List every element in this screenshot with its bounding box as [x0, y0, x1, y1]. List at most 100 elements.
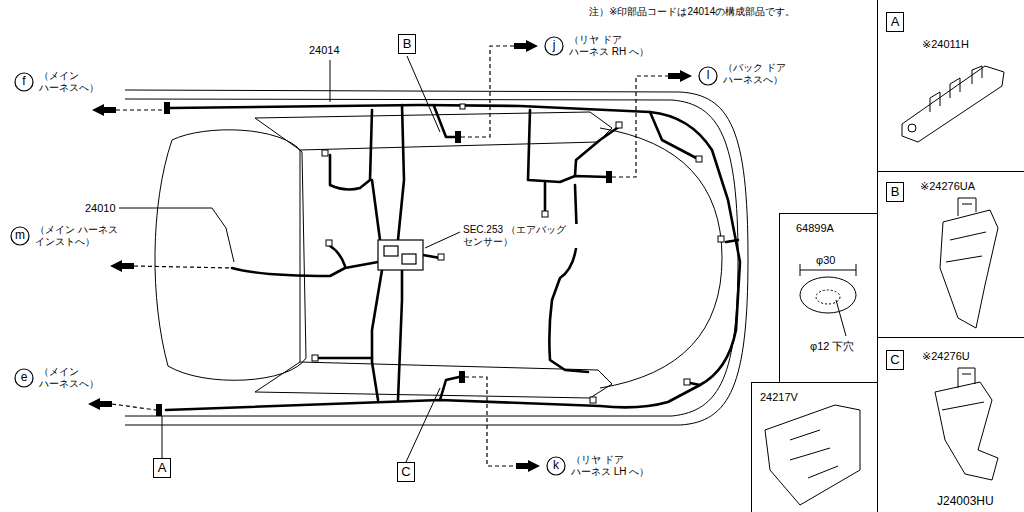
continuation-line	[116, 109, 164, 110]
circle-outline	[15, 73, 33, 91]
callout-letter: C	[401, 465, 410, 480]
connection-note: （リヤ ドア ハーネス LH へ）	[570, 454, 662, 478]
part-number: 64899A	[796, 222, 834, 235]
leader-line	[119, 208, 234, 262]
callout-box: A	[886, 12, 904, 32]
detail-panel: ※24276UAB	[877, 172, 1024, 338]
harness-wire	[315, 357, 372, 360]
section-reference: SEC.253 （エアバッグ センサー）	[462, 224, 582, 248]
harness-wire	[575, 126, 620, 176]
part-number: 24014	[308, 44, 341, 57]
part-sketch	[800, 277, 856, 313]
airbag-sensor	[402, 254, 416, 264]
car-outline	[300, 150, 301, 362]
harness-wire	[440, 377, 459, 400]
circle-outline	[11, 227, 29, 245]
harness-wire	[544, 183, 547, 213]
leader-line	[425, 232, 460, 248]
direction-arrow	[92, 104, 116, 116]
direction-arrow	[668, 70, 692, 82]
harness-wire	[690, 383, 700, 385]
callout-letter: B	[891, 185, 900, 200]
detail-panel: 24217V	[751, 382, 877, 512]
part-sketch	[790, 430, 838, 478]
part-number: φ12 下穴	[810, 340, 854, 353]
part-sketch	[765, 405, 860, 505]
direction-arrow	[110, 260, 134, 272]
connector-symbol	[156, 404, 162, 416]
harness-wire	[330, 110, 372, 189]
harness-wire	[650, 112, 700, 160]
connector-circle: f	[14, 72, 34, 92]
continuation-line	[461, 46, 514, 137]
part-sketch	[930, 66, 982, 112]
connector-symbol	[455, 131, 461, 143]
car-outline	[125, 90, 748, 425]
callout-box: B	[398, 34, 416, 54]
detail-panel: ※24011H A	[877, 0, 1024, 172]
callout-letter: k	[553, 459, 559, 473]
harness-wire	[726, 240, 738, 242]
circle-outline	[699, 67, 717, 85]
direction-arrow	[514, 40, 538, 52]
callout-box: B	[886, 182, 904, 202]
leader-line	[406, 388, 440, 462]
harness-wire	[398, 105, 404, 240]
continuation-line	[465, 377, 516, 466]
airbag-sensor	[378, 240, 423, 270]
connector-symbol	[616, 122, 622, 128]
car-outline	[125, 99, 738, 416]
callout-letter: e	[21, 371, 28, 385]
connector-symbol	[459, 371, 465, 383]
part-number: ※24011H	[922, 38, 969, 51]
direction-arrow	[516, 460, 540, 472]
continuation-line	[112, 404, 156, 410]
connector-symbol	[542, 211, 548, 217]
callout-letter: C	[890, 353, 899, 368]
note-text: 注）※印部品コードは24014の構成部品です。	[588, 6, 796, 18]
connection-note: （リヤ ドア ハーネス RH へ）	[568, 34, 660, 58]
connector-symbol	[590, 397, 596, 403]
continuation-line	[612, 76, 668, 177]
harness-wire	[372, 270, 382, 400]
part-sketch	[958, 198, 976, 216]
connection-note: （メイン ハーネスへ）	[38, 366, 108, 390]
callout-box: C	[397, 462, 415, 482]
connector-circle: j	[544, 36, 564, 56]
connector-symbol	[164, 102, 170, 114]
circle-outline	[547, 457, 565, 475]
part-sketch	[902, 66, 1004, 142]
connector-symbol	[606, 171, 612, 183]
part-sketch	[958, 368, 975, 388]
connector-circle: l	[698, 66, 718, 86]
harness-wire	[330, 246, 345, 266]
connector-circle: k	[546, 456, 566, 476]
connection-note: （メイン ハーネスへ）	[38, 70, 108, 94]
connection-note: （バック ドア ハーネスへ）	[722, 62, 804, 86]
connector-symbol	[684, 379, 690, 385]
harness-wire	[434, 106, 455, 137]
connector-symbol	[460, 104, 465, 109]
harness-wire	[549, 185, 588, 372]
connector-symbol	[718, 236, 724, 242]
harness-wire	[528, 110, 608, 182]
callout-letter: A	[158, 461, 167, 476]
callout-letter: B	[403, 37, 412, 52]
harness-wire	[398, 270, 402, 400]
harness-wire	[166, 105, 740, 410]
circle-outline	[545, 37, 563, 55]
part-number: 24010	[84, 202, 117, 215]
detail-panel: ※24276UC	[877, 338, 1024, 512]
connector-circle: m	[10, 226, 30, 246]
callout-letter: A	[891, 15, 900, 30]
car-outline	[600, 128, 722, 388]
callout-box: A	[153, 458, 171, 478]
part-sketch	[942, 402, 984, 410]
connector-symbol	[322, 150, 328, 156]
callout-letter: l	[707, 69, 710, 83]
airbag-sensor	[384, 246, 398, 256]
leader-line	[836, 300, 846, 336]
direction-arrow	[88, 398, 112, 410]
connector-symbol	[696, 156, 702, 162]
